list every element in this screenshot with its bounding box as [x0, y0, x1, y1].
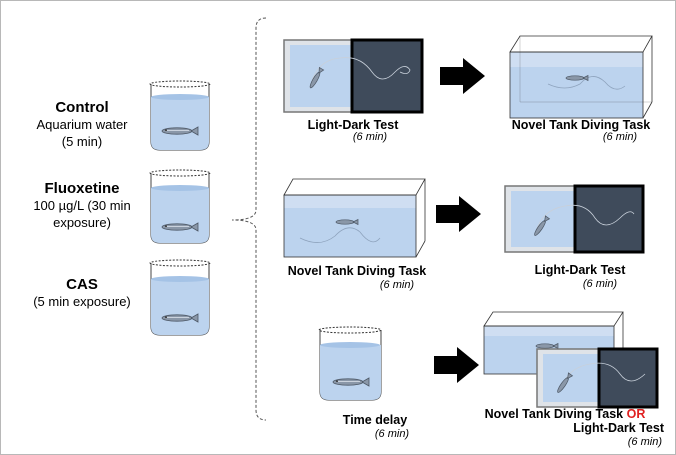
arrow-1 — [440, 58, 485, 94]
test-label: Novel Tank Diving Task — [484, 407, 624, 421]
duration-label: (6 min) — [602, 131, 638, 143]
protocol-bracket — [231, 17, 267, 421]
beaker-control — [149, 80, 211, 151]
condition-title: Control — [55, 99, 109, 116]
duration-label: (6 min) — [627, 436, 662, 448]
beaker-fluoxetine — [149, 169, 211, 244]
arrow-2 — [436, 196, 481, 232]
novel-tank-2 — [283, 178, 426, 258]
beaker-time-delay — [318, 326, 382, 401]
novel-tank-1 — [509, 35, 653, 119]
condition-line: Aquarium water — [36, 117, 128, 132]
condition-line: (5 min) — [61, 134, 103, 149]
duration-label: (6 min) — [374, 428, 410, 440]
duration-label: (6 min) — [379, 279, 415, 291]
test-label: Light-Dark Test — [307, 118, 399, 132]
duration-label: (6 min) — [582, 278, 618, 290]
test-label: Novel Tank Diving Task — [287, 264, 427, 278]
light-dark-tank-2 — [504, 184, 645, 254]
condition-line: 100 µg/L (30 min — [33, 198, 131, 213]
condition-line: (5 min exposure) — [33, 294, 131, 309]
test-label: Light-Dark Test — [573, 421, 664, 435]
test-label-alternatives: Novel Tank Diving Task OR — [470, 407, 660, 421]
condition-title: CAS — [66, 276, 98, 293]
beaker-cas — [149, 259, 211, 336]
test-label: Novel Tank Diving Task — [511, 118, 651, 132]
light-dark-tank-1 — [283, 38, 424, 114]
test-label: Time delay — [342, 413, 408, 427]
light-dark-tank-3 — [536, 347, 659, 409]
condition-line: exposure) — [53, 215, 111, 230]
duration-label: (6 min) — [352, 131, 388, 143]
or-label: OR — [626, 407, 646, 421]
condition-title: Fluoxetine — [44, 180, 120, 197]
arrow-3 — [434, 347, 479, 383]
test-label: Light-Dark Test — [534, 263, 626, 277]
